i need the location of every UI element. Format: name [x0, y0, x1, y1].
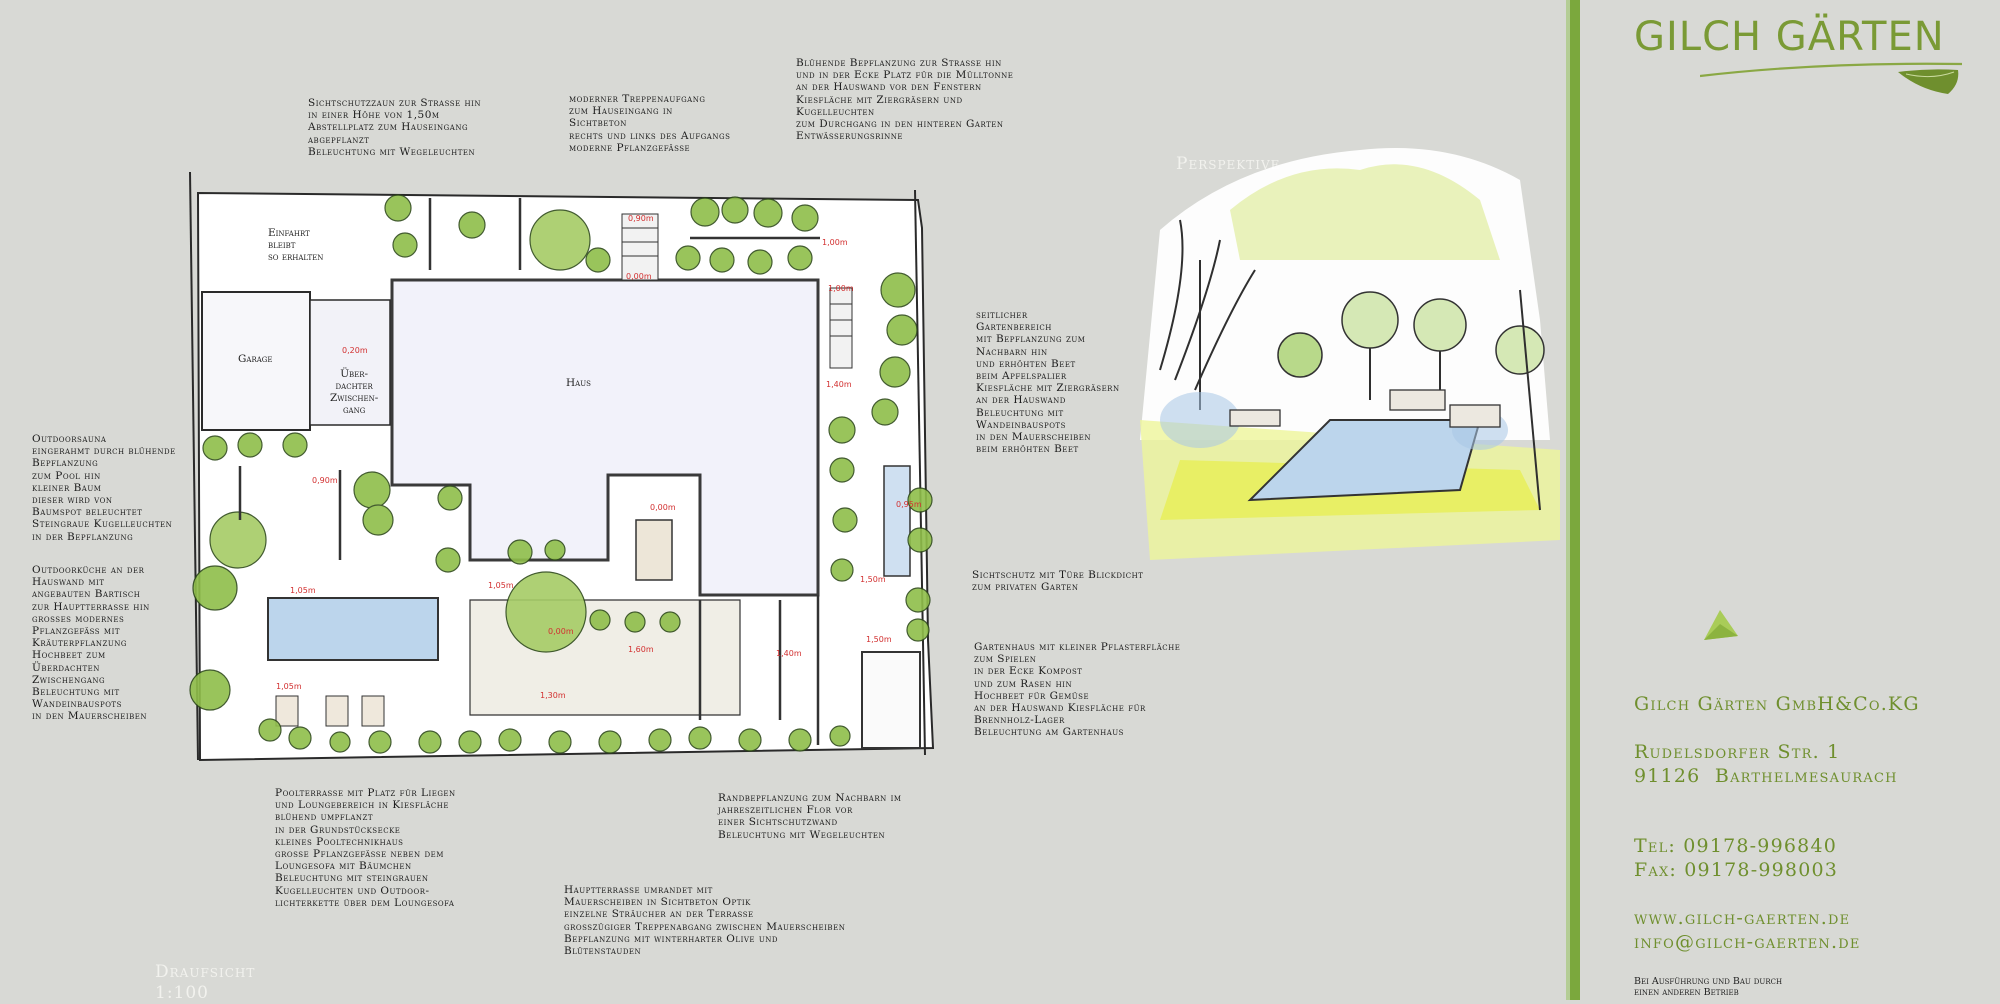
label-einfahrt: Einfahrt bleibt so erhalten [268, 227, 324, 263]
planting [189, 194, 933, 754]
measurement: 1,30m [540, 691, 566, 700]
note-outdoorsauna: Outdoorsauna eingerahmt durch blühende B… [32, 433, 176, 543]
note-sichtschutzzaun: Sichtschutzzaun zur Strasse hin in einer… [308, 97, 482, 158]
company-name: Gilch Gärten GmbH&Co.KG [1634, 693, 1920, 715]
measurement: 0,90m [628, 214, 654, 223]
accent-divider [1570, 0, 1580, 1000]
note-bepflanzung-strasse: Blühende Bepflanzung zur Strasse hin und… [796, 57, 1014, 143]
perspective-furniture [1229, 389, 1501, 428]
note-seitlicher-garten: seitlicher Gartenbereich mit Bepflanzung… [976, 309, 1120, 456]
measurement: 1,00m [828, 284, 854, 293]
fax: Fax: 09178-998003 [1634, 859, 1839, 881]
footer-note: Bei Ausführung und Bau durch einen ander… [1634, 976, 1783, 998]
side-water [883, 465, 911, 577]
measurement: 1,60m [628, 645, 654, 654]
measurement: 1,40m [776, 649, 802, 658]
dining-table [635, 519, 673, 581]
caption-perspektive: Perspektive [1176, 154, 1281, 174]
note-outdoorkueche: Outdoorküche an der Hauswand mit angebau… [32, 564, 150, 723]
measurement: 1,05m [276, 682, 302, 691]
label-zwischengang: Über- dachter Zwischen- gang [330, 368, 379, 416]
caption-draufsicht: Draufsicht 1:100 [155, 962, 256, 1003]
note-poolterrasse: Poolterrasse mit Platz für Liegen und Lo… [275, 787, 456, 909]
measurement: 0,00m [548, 627, 574, 636]
measurement: 1,40m [826, 380, 852, 389]
perspective-pool [1247, 419, 1482, 502]
company-logo: GILCH GÄRTEN [1634, 14, 1945, 60]
measurement: 1,05m [488, 581, 514, 590]
label-haus: Haus [566, 377, 591, 389]
address-street: Rudelsdorfer Str. 1 [1634, 741, 1841, 763]
measurement: 0,00m [626, 272, 652, 281]
leaf-logo-icon [1700, 62, 1963, 94]
wall-lines [238, 198, 820, 745]
note-hauptterrasse: Hauptterrasse umrandet mit Mauerscheiben… [564, 884, 846, 958]
label-garage: Garage [238, 353, 273, 365]
garden-house [861, 651, 921, 749]
note-sichtschutz-tuere: Sichtschutz mit Türe Blickdicht zum priv… [972, 569, 1144, 594]
garage [201, 291, 311, 431]
address-city: 91126 Barthelmesaurach [1634, 765, 1898, 787]
covered-passage [309, 299, 391, 426]
measurement: 1,05m [290, 586, 316, 595]
note-treppenaufgang: moderner Treppenaufgang zum Hauseingang … [569, 93, 731, 154]
site-plan [189, 171, 935, 762]
house [390, 278, 820, 597]
pool [267, 597, 439, 661]
pen-icon [1704, 610, 1738, 640]
measurement: 0,00m [650, 503, 676, 512]
website-link[interactable]: www.gilch-gaerten.de [1634, 907, 1851, 929]
measurement: 1,50m [860, 575, 886, 584]
measurement: 0,20m [342, 346, 368, 355]
measurement: 0,90m [312, 476, 338, 485]
perspective-sketch [1140, 148, 1560, 560]
entrance-stairs [621, 213, 853, 369]
loungers [275, 695, 385, 727]
measurement: 1,50m [866, 635, 892, 644]
note-randbepflanzung: Randbepflanzung zum Nachbarn im jahresze… [718, 792, 902, 841]
phone: Tel: 09178-996840 [1634, 835, 1838, 857]
measurement: 1,00m [822, 238, 848, 247]
measurement: 0,95m [896, 500, 922, 509]
email-link[interactable]: info@gilch-gaerten.de [1634, 931, 1861, 953]
divider-shade [1566, 0, 1570, 1000]
note-gartenhaus: Gartenhaus mit kleiner Pflasterfläche zu… [974, 641, 1181, 739]
